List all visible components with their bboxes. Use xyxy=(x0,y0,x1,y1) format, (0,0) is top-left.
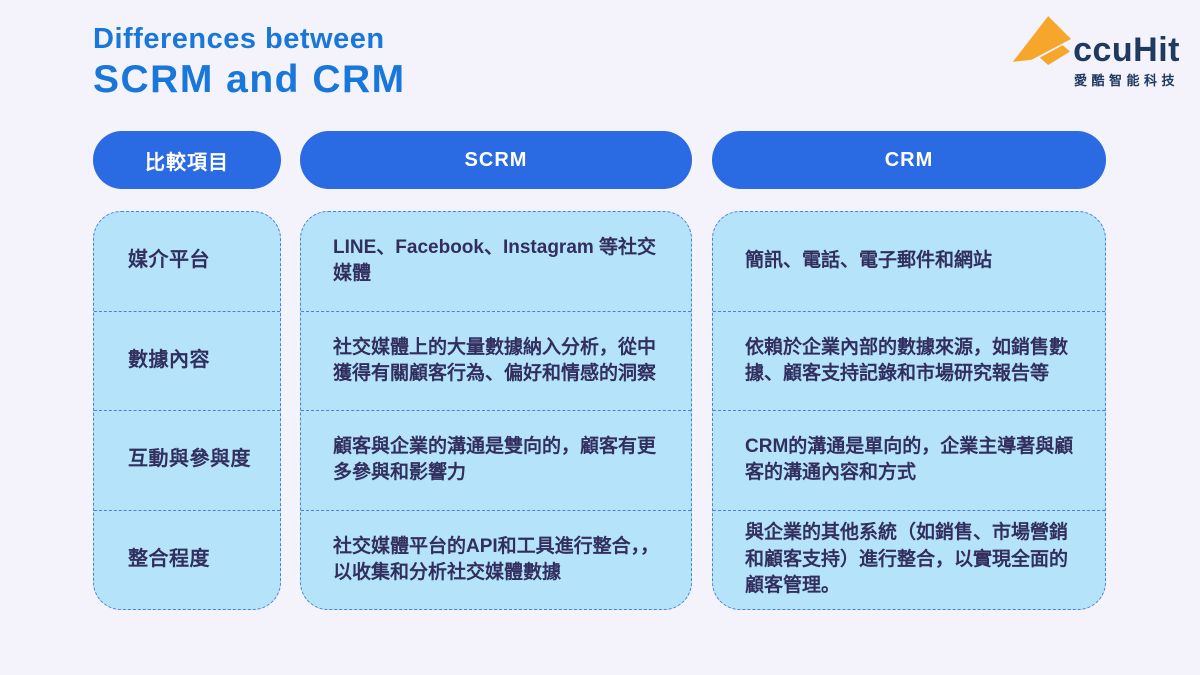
column-scrm: LINE、Facebook、Instagram 等社交媒體 社交媒體上的大量數據… xyxy=(300,211,692,610)
scrm-media-platform-cell: LINE、Facebook、Instagram 等社交媒體 xyxy=(301,212,691,312)
row-label-media-platform: 媒介平台 xyxy=(94,212,280,312)
column-compare-items: 媒介平台 數據內容 互動與參與度 整合程度 xyxy=(93,211,281,610)
logo-brand-text: ccuHit xyxy=(1073,30,1180,69)
page-title: Differences between SCRM and CRM xyxy=(93,22,406,102)
title-line2: SCRM and CRM xyxy=(93,58,406,101)
row-label-interaction-engagement: 互動與參與度 xyxy=(94,411,280,511)
crm-data-content-cell: 依賴於企業內部的數據來源，如銷售數據、顧客支持記錄和市場研究報告等 xyxy=(713,312,1105,411)
title-line1: Differences between xyxy=(93,23,385,55)
crm-interaction-cell: CRM的溝通是單向的，企業主導著與顧客的溝通內容和方式 xyxy=(713,411,1105,511)
column-header-crm: CRM xyxy=(712,131,1106,189)
crm-media-platform-cell: 簡訊、電話、電子郵件和網站 xyxy=(713,212,1105,312)
logo-row: ccuHit xyxy=(1009,14,1180,69)
column-crm: 簡訊、電話、電子郵件和網站 依賴於企業內部的數據來源，如銷售數據、顧客支持記錄和… xyxy=(712,211,1106,610)
column-header-scrm: SCRM xyxy=(300,131,692,189)
logo-subtitle: 愛酷智能科技 xyxy=(1073,73,1179,88)
row-label-data-content: 數據內容 xyxy=(94,312,280,411)
accuhit-logo: ccuHit 愛酷智能科技 xyxy=(1009,14,1180,89)
scrm-integration-cell: 社交媒體平台的API和工具進行整合，，以收集和分析社交媒體數據 xyxy=(333,535,660,583)
accuhit-a-icon xyxy=(1012,16,1072,65)
scrm-data-content-cell: 社交媒體上的大量數據納入分析，從中獲得有關顧客行為、偏好和情感的洞察 xyxy=(301,312,691,411)
scrm-interaction-cell: 顧客與企業的溝通是雙向的，顧客有更多參與和影響力 xyxy=(301,411,691,511)
row-label-integration-level: 整合程度 xyxy=(128,547,210,570)
column-header-compare-items: 比較項目 xyxy=(93,131,281,189)
crm-integration-cell: 與企業的其他系統（如銷售、市場營銷和顧客支持）進行整合，以實現全面的顧客管理。 xyxy=(745,522,1069,596)
